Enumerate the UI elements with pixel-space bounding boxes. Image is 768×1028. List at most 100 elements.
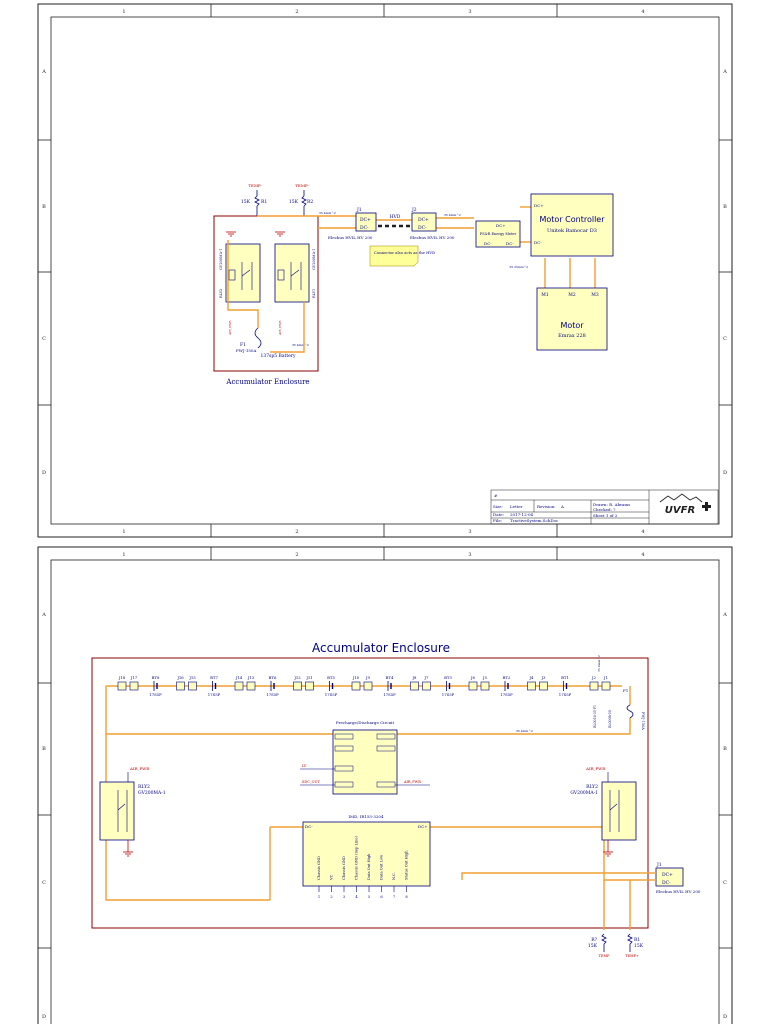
connector-j2-j1-top — [589, 681, 611, 691]
resistor-r-left-s2 — [601, 933, 607, 952]
battery-part: 17S5P — [442, 692, 455, 697]
lv-label: LV — [302, 764, 307, 768]
grid-row-b-right: B — [723, 204, 727, 210]
energy-meter-dc-minus-right: DC- — [506, 241, 514, 246]
motor-phase-m2: M2 — [568, 292, 576, 298]
motor-controller-dc-plus: DC+ — [534, 203, 544, 208]
s2-grid-row-c-right: C — [723, 880, 727, 886]
imd-pin-number: 4 — [355, 895, 358, 899]
motor-title: Motor — [560, 321, 584, 330]
connector-j2-top-label: J2 — [591, 675, 597, 680]
connector-designator: J4 — [529, 675, 535, 680]
connector-box — [305, 681, 314, 691]
wire-label-j2-right: 35 4mm^2 — [444, 213, 461, 217]
grid-col-4-bottom: 4 — [641, 529, 644, 535]
air-pwr-label-left: AIR_PWR — [228, 320, 232, 336]
connector-j2-body — [411, 212, 437, 232]
temp-label-1: TEMP- — [248, 183, 262, 188]
imd-pin-label: Data Out High — [367, 853, 371, 880]
ground-right-icon — [603, 840, 613, 857]
grid-col-4-top: 4 — [641, 9, 644, 15]
connector-j2-dc-plus: DC+ — [418, 217, 429, 223]
fuse-f1-s2-symbol — [626, 704, 634, 719]
hvd-label: HVD — [390, 214, 401, 220]
imd-pin-label: Chassis GND — [342, 856, 346, 880]
connector-designator: J11 — [305, 675, 312, 680]
air-pwr-label-right: AIR_PWR — [278, 320, 282, 336]
resistor-r-right-value: 15K — [634, 943, 644, 949]
motor-body — [536, 287, 608, 351]
connector-j2-dc-minus: DC- — [418, 225, 427, 231]
connector-box — [468, 681, 478, 691]
s2-grid-row-b-right: B — [723, 746, 727, 752]
grid-row-c-left: C — [42, 336, 46, 342]
sheet-2: 1 2 3 4 A B C D A B C D Accumulator Encl… — [37, 546, 733, 1028]
connector-box — [410, 681, 419, 691]
imd-title: IMD, IR155-3204 — [348, 814, 383, 819]
connector-designator: J8 — [412, 675, 418, 680]
connector-designator: J14 — [235, 675, 243, 680]
s2-grid-row-d-right: D — [723, 1014, 727, 1020]
energy-meter-dc-minus-left: DC- — [484, 241, 492, 246]
relay-left-s2-body — [99, 781, 135, 841]
connector-j1-right-part: Elecbus HVIL HV 200 — [656, 889, 701, 894]
wire-label-motor-phase: 35 25mm^2 — [509, 265, 528, 269]
imd-dc-minus: DC- — [305, 824, 313, 829]
battery-designator: BT5 — [327, 675, 335, 680]
relay-left-s2-designator: RLY2 — [138, 784, 150, 790]
bus-part-label-2: RL0008-50 — [608, 710, 612, 728]
resistor-r-right-designator: R1 — [634, 937, 640, 943]
motor-subtitle: Emrax 228 — [558, 333, 586, 339]
motor-phase-m3: M3 — [591, 292, 599, 298]
wire-label-enclosure: 35 4mm^2 — [292, 343, 309, 347]
connector-j1-right-designator: J1 — [656, 862, 662, 868]
s2-grid-col-4: 4 — [641, 552, 644, 558]
relay-left-s2-part: GV200MA-1 — [138, 790, 166, 796]
title-block-file: TractiveSystem.SchDoc — [510, 518, 559, 523]
energy-meter-dc-plus: DC+ — [496, 223, 506, 228]
s2-grid-row-b-left: B — [42, 746, 46, 752]
imd-pin-number: 3 — [343, 895, 346, 899]
title-block-revision: A — [560, 504, 564, 509]
sheet-1-border-inner — [50, 16, 720, 525]
energy-meter-body — [475, 220, 521, 248]
connector-designator: J13 — [247, 675, 255, 680]
connector-j2-designator: J2 — [411, 207, 417, 213]
energy-meter-title: PS&R Energy Meter — [480, 232, 517, 236]
battery-designator: BT6 — [269, 675, 277, 680]
resistor-r2-value: 15K — [289, 199, 299, 205]
wire-label-j1-left: 35 4mm^2 — [319, 211, 336, 215]
title-block-date-label: Date: — [493, 512, 504, 517]
connector-j1-right-dc-minus: DC- — [662, 880, 671, 886]
title-block-size: Letter — [510, 504, 523, 509]
resistor-r1 — [254, 190, 260, 216]
connector-j1-designator: J1 — [356, 207, 362, 213]
temp-label-2: TEMP- — [295, 183, 309, 188]
imd-pin-number: 7 — [393, 895, 396, 899]
imd-pin-number: 1 — [318, 895, 320, 899]
connector-designator: J12 — [293, 675, 301, 680]
imd-dc-plus: DC+ — [418, 824, 428, 829]
grid-row-a-right: A — [722, 69, 727, 75]
sdc-out-label: SDC_OUT — [302, 780, 320, 784]
connector-box — [188, 681, 197, 691]
temp-right-label: TEMP+ — [625, 954, 639, 958]
relay-internals — [228, 262, 302, 290]
relay-rly1-part: GV200MA-1 — [312, 248, 316, 270]
sheet-2-grid-ticks — [38, 547, 732, 949]
connector-designator: J3 — [541, 675, 547, 680]
imd-pin-number: 2 — [330, 895, 332, 899]
fuse-f1-symbol — [254, 327, 262, 349]
connector-j1-top-label: J1 — [603, 675, 608, 680]
title-block-revision-label: Revision: — [537, 504, 556, 509]
s2-grid-row-c-left: C — [42, 880, 46, 886]
imd-pin-number: 8 — [405, 895, 408, 899]
grid-row-a-left: A — [41, 69, 46, 75]
connector-j1-body — [355, 212, 377, 232]
imd-pin-label: N.C. — [392, 872, 396, 880]
